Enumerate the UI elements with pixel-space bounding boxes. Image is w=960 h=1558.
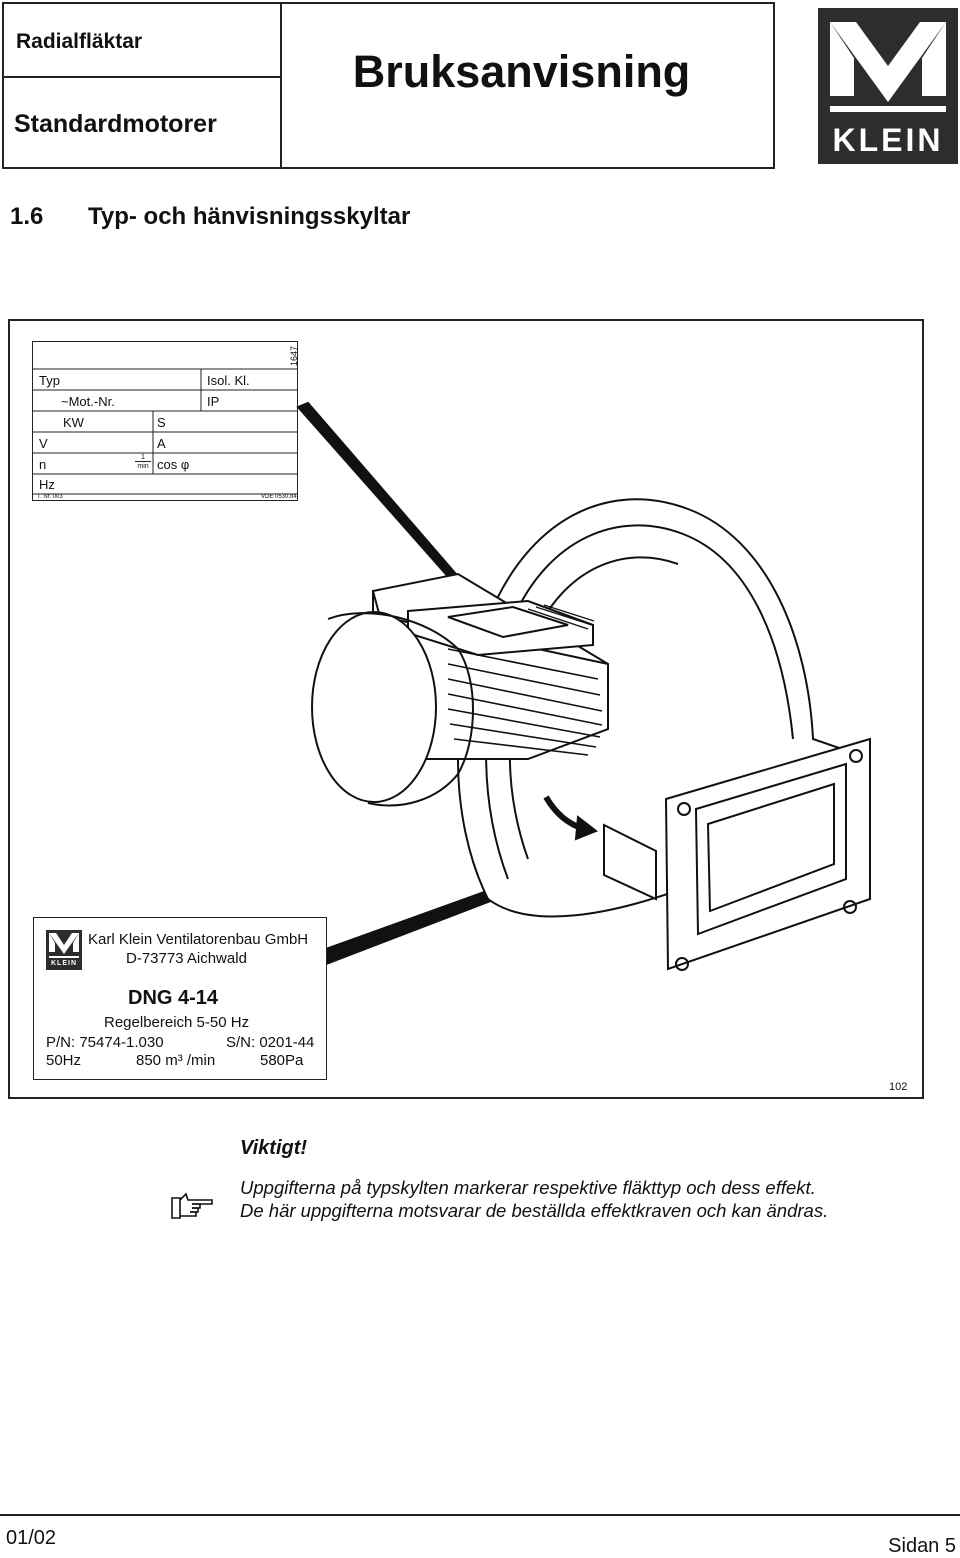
fan-plate-model: DNG 4-14: [128, 987, 219, 1009]
motor-plate-grid: [33, 368, 297, 495]
header-subcategory: Standardmotorer: [14, 110, 217, 138]
footer-rule: [0, 1514, 960, 1516]
figure-frame: [8, 319, 924, 1099]
header-frame: [2, 2, 775, 169]
fan-plate-company: Karl Klein Ventilatorenbau GmbH: [88, 931, 309, 948]
note-line-2: De här uppgifterna motsvarar de beställd…: [240, 1200, 829, 1221]
motor-plate-typ: Typ: [39, 373, 60, 388]
motor-plate-per-min-num: 1: [135, 454, 151, 462]
motor-plate-a: A: [157, 436, 166, 451]
motor-plate-code: 1647: [289, 345, 299, 366]
fan-plate-pn: P/N: 75474-1.030: [46, 1034, 164, 1051]
fan-plate-logo: [46, 930, 82, 970]
fan-plate-address: D-73773 Aichwald: [126, 950, 247, 967]
fan-plate-pressure: 580Pa: [260, 1052, 304, 1069]
klein-logo: [818, 8, 958, 164]
motor-plate-cos-phi: cos φ: [157, 457, 190, 472]
note-line-1: Uppgifterna på typskylten markerar respe…: [240, 1177, 816, 1198]
footer-date: 01/02: [6, 1527, 57, 1549]
motor-plate-ip: IP: [207, 394, 220, 409]
header-cell-category: [4, 4, 282, 78]
motor-plate-v: V: [39, 436, 48, 451]
motor-plate-tnr: T. Nr. 003: [37, 494, 63, 500]
fan-plate-flow: 850 m³ /min: [136, 1052, 216, 1069]
fan-plate-frequency: 50Hz: [46, 1052, 82, 1069]
motor-plate-hz: Hz: [39, 477, 55, 492]
logo-text: KLEIN: [832, 122, 944, 158]
fan-plate-logo-text: KLEIN: [51, 960, 77, 967]
figure-number: 102: [889, 1081, 908, 1093]
motor-plate-vde: VDE 0530.84: [261, 494, 297, 500]
fan-plate-range: Regelbereich 5-50 Hz: [104, 1014, 250, 1031]
header-category: Radialfläktar: [16, 30, 143, 53]
header-cell-subcategory: [4, 78, 282, 167]
motor-rating-plate: 1647 Typ Isol. Kl. ~Mot.-Nr. IP KW S V A…: [32, 341, 299, 501]
pointing-hand-icon: [171, 1192, 213, 1219]
fan-type-plate: KLEIN Karl Klein Ventilatorenbau GmbH D-…: [33, 917, 327, 1080]
note-heading: Viktigt!: [240, 1137, 308, 1159]
document-title: Bruksanvisning: [352, 46, 691, 97]
motor-plate-n: n: [39, 457, 47, 472]
section-number: 1.6: [10, 203, 44, 230]
motor-plate-per-min-den: min: [137, 463, 149, 470]
fan-illustration: [296, 401, 871, 971]
motor-plate-kw: KW: [63, 415, 84, 430]
motor-plate-isol: Isol. Kl.: [207, 373, 250, 388]
fan-plate-sn: S/N: 0201-44: [226, 1034, 315, 1051]
motor-plate-mot-nr: ~Mot.-Nr.: [61, 394, 115, 409]
footer-page-number: Sidan 5: [888, 1535, 956, 1557]
motor-plate-s: S: [157, 415, 166, 430]
section-title: Typ- och hänvisningsskyltar: [88, 203, 411, 230]
